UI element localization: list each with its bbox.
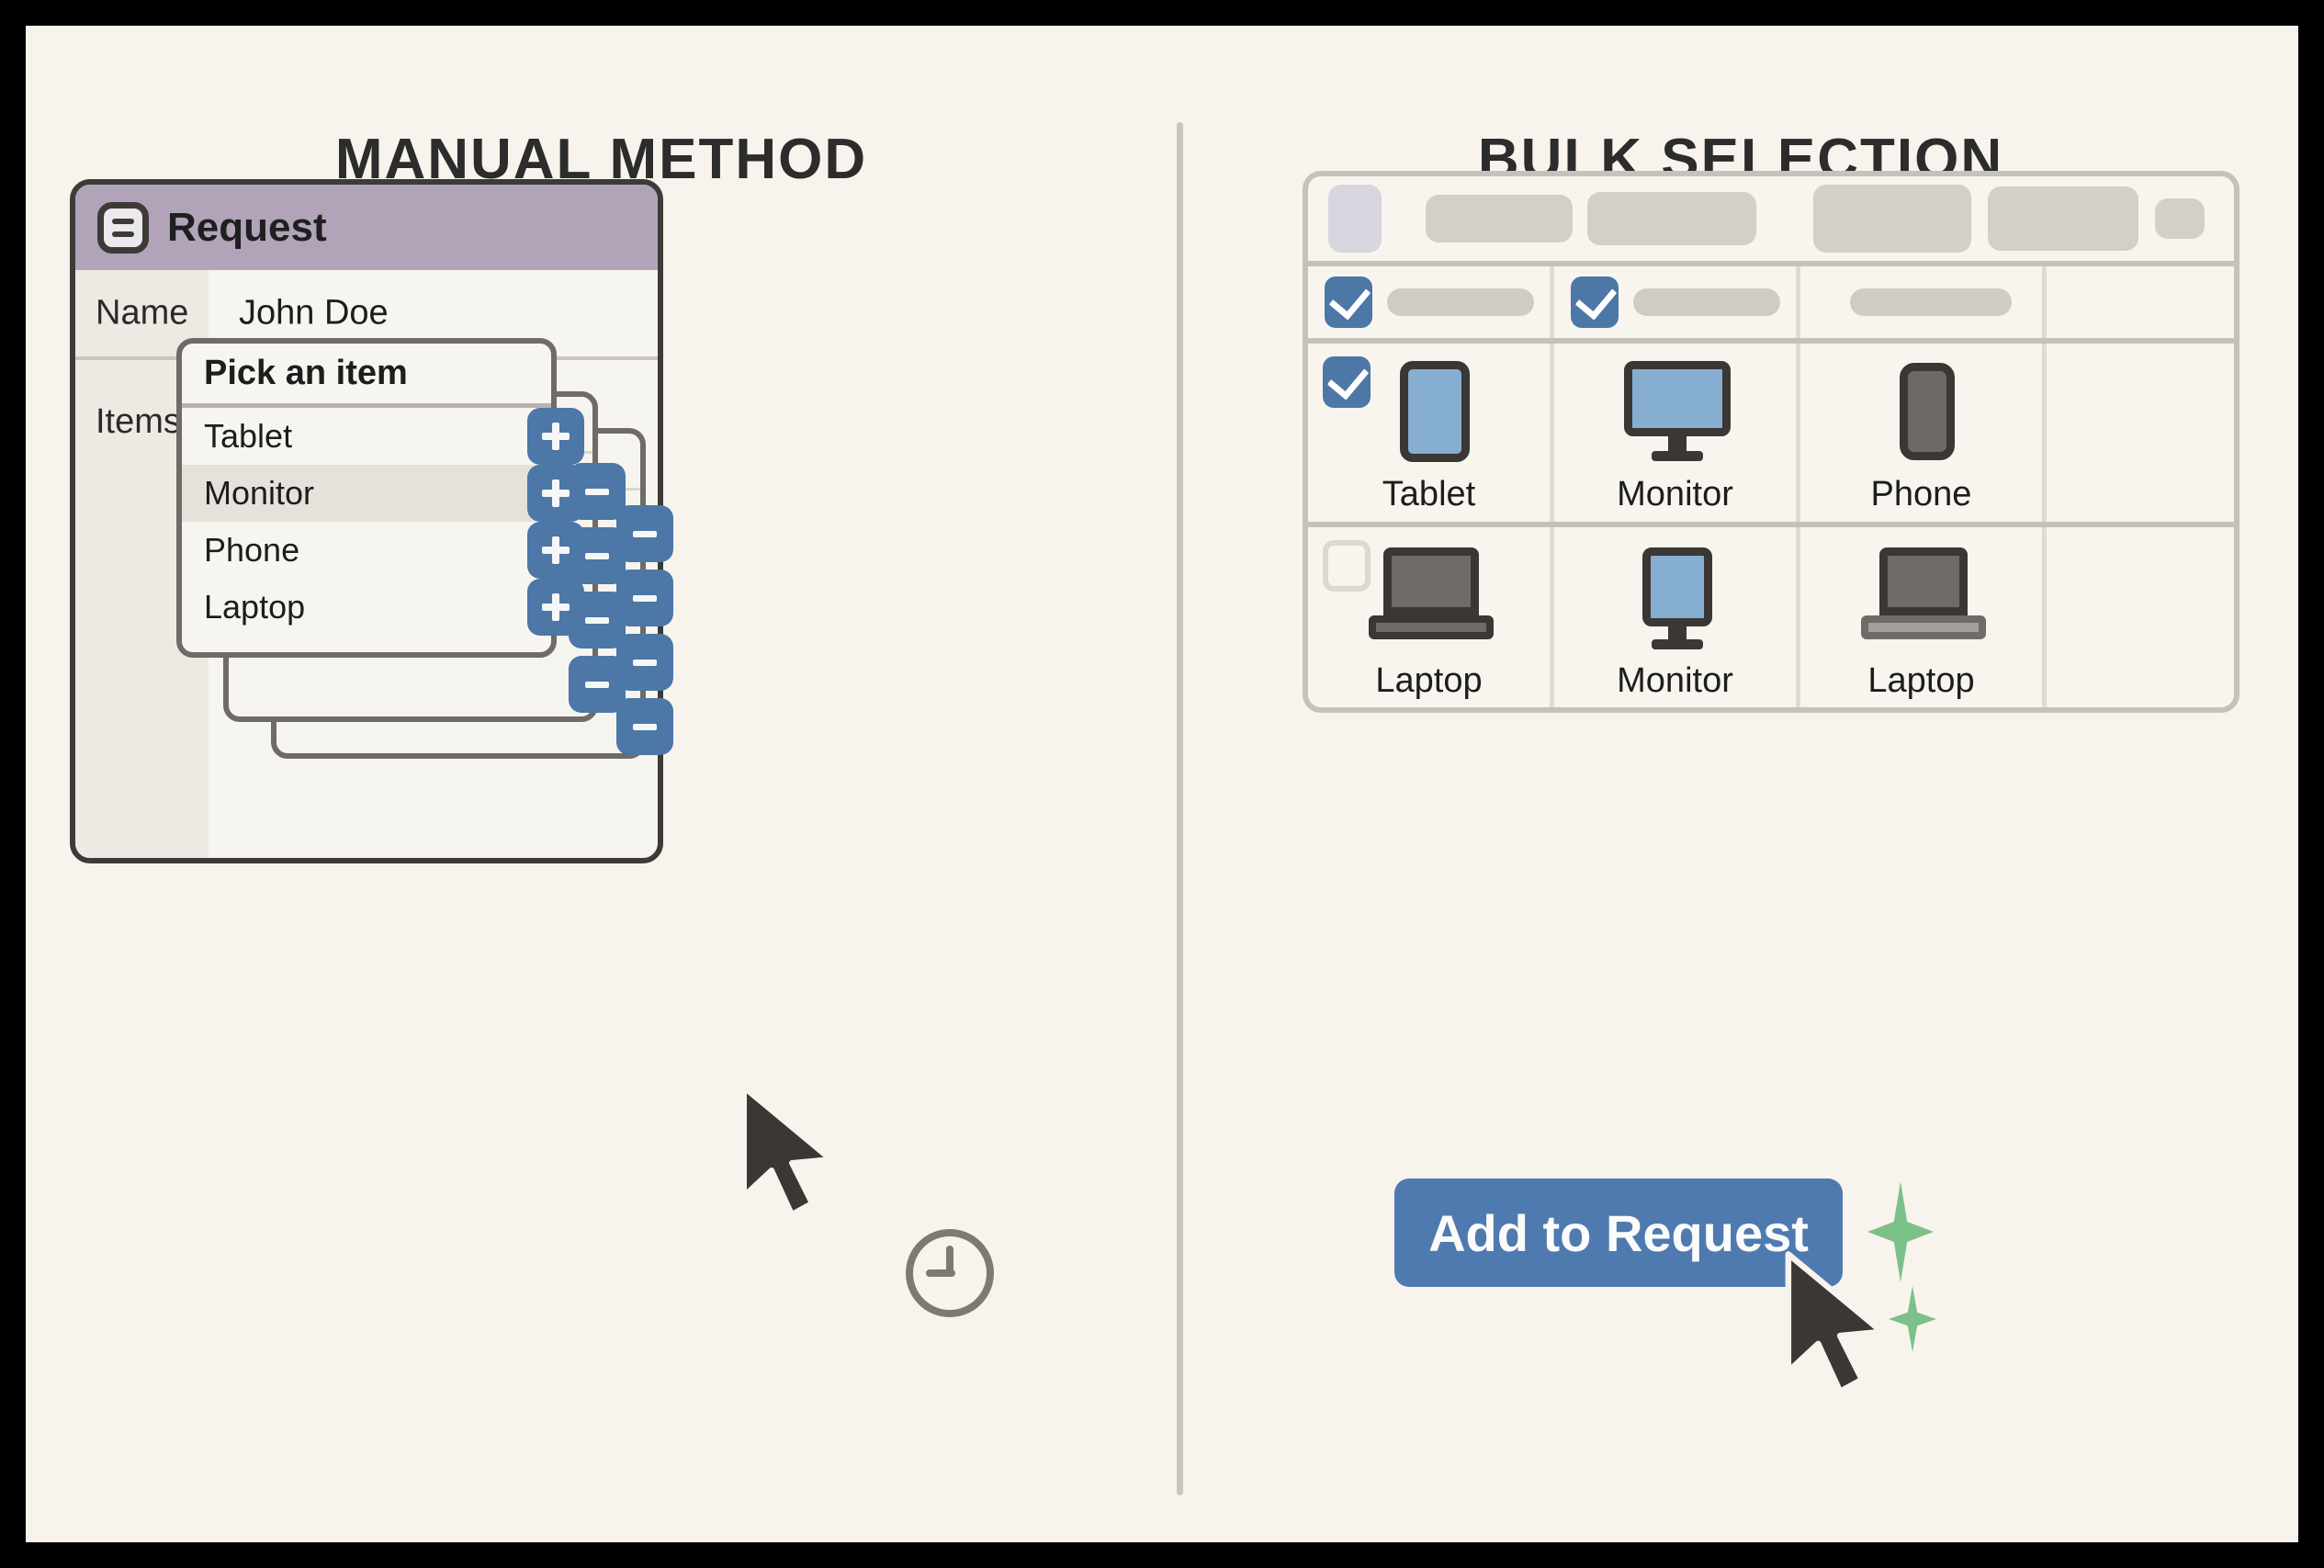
device-cell-tablet[interactable]: Tablet	[1308, 344, 1554, 522]
table-header-cell	[1554, 266, 1800, 338]
form-value-name[interactable]: John Doe	[239, 293, 389, 333]
form-label-name: Name	[96, 293, 189, 333]
device-cell-empty	[2047, 527, 2234, 707]
illustration-canvas: MANUAL METHOD BULK SELECTION Request Nam…	[26, 26, 2298, 1542]
row-checkbox-laptop[interactable]	[1323, 540, 1371, 592]
dropdown-item-label: Laptop	[204, 588, 306, 626]
add-item-button-ghost	[616, 570, 673, 626]
add-item-plus-icon[interactable]	[527, 522, 584, 579]
table-header-cell	[1800, 266, 2047, 338]
add-to-request-button[interactable]: Add to Request	[1394, 1179, 1843, 1287]
add-item-button-ghost	[616, 698, 673, 755]
device-cell-monitor-portrait[interactable]: Monitor	[1554, 527, 1800, 707]
dropdown-item-laptop[interactable]: Laptop	[182, 579, 584, 636]
device-label: Monitor	[1617, 660, 1733, 700]
select-all-checkbox[interactable]	[1325, 276, 1372, 328]
row-checkbox-tablet[interactable]	[1323, 356, 1371, 408]
device-label: Phone	[1870, 474, 1972, 513]
add-item-plus-icon[interactable]	[527, 408, 584, 465]
dropdown-item-tablet[interactable]: Tablet	[182, 408, 584, 465]
toolbar-skeleton	[1426, 195, 1573, 243]
table-row: Laptop Monitor Laptop	[1308, 527, 2234, 707]
mouse-cursor-manual	[741, 1085, 833, 1217]
bulk-selection-table: Tablet Monitor Phone Laptop	[1303, 171, 2239, 713]
phone-icon	[1857, 361, 1986, 462]
add-item-button-ghost	[616, 505, 673, 562]
monitor-icon	[1611, 360, 1740, 462]
table-header-cell-empty	[2047, 266, 2234, 338]
add-item-button-ghost	[569, 656, 626, 713]
device-label: Laptop	[1375, 660, 1483, 700]
add-item-button-ghost	[616, 634, 673, 691]
dropdown-item-phone[interactable]: Phone	[182, 522, 584, 579]
panel-divider	[1177, 122, 1183, 1495]
table-toolbar	[1308, 176, 2234, 266]
device-cell-empty	[2047, 344, 2234, 522]
sparkle-icon	[1867, 1181, 1934, 1282]
table-header-cell	[1308, 266, 1554, 338]
dropdown-item-label: Monitor	[204, 474, 315, 512]
dropdown-item-label: Tablet	[204, 417, 293, 455]
form-list-icon	[97, 201, 149, 254]
form-row-items: Items	[75, 360, 658, 544]
toolbar-skeleton-lead	[1328, 185, 1382, 253]
request-form-header: Request	[75, 185, 658, 270]
add-item-plus-icon[interactable]	[527, 579, 584, 636]
toolbar-skeleton	[1587, 192, 1756, 245]
device-label: Laptop	[1867, 660, 1975, 700]
device-cell-phone[interactable]: Phone	[1800, 344, 2047, 522]
device-cell-monitor[interactable]: Monitor	[1554, 344, 1800, 522]
dropdown-item-monitor[interactable]: Monitor	[182, 465, 584, 522]
table-row: Tablet Monitor Phone	[1308, 344, 2234, 527]
tablet-icon	[1365, 360, 1494, 462]
item-picker-dropdown: Pick an item Tablet Monitor Phone Laptop	[176, 338, 584, 658]
toolbar-skeleton	[2155, 198, 2205, 239]
form-label-items: Items	[96, 402, 181, 441]
device-cell-laptop-2[interactable]: Laptop	[1800, 527, 2047, 707]
mouse-cursor-bulk	[1785, 1251, 1885, 1395]
sparkle-icon	[1889, 1286, 1936, 1352]
device-label: Tablet	[1382, 474, 1476, 513]
monitor-portrait-icon	[1611, 547, 1740, 649]
toolbar-skeleton	[1988, 186, 2138, 251]
table-header-row	[1308, 266, 2234, 344]
device-label: Monitor	[1617, 474, 1733, 513]
toolbar-skeleton	[1813, 185, 1971, 253]
header-skeleton	[1387, 288, 1534, 316]
header-skeleton	[1850, 288, 2012, 316]
device-cell-laptop[interactable]: Laptop	[1308, 527, 1554, 707]
add-item-plus-icon[interactable]	[527, 465, 584, 522]
header-skeleton	[1633, 288, 1780, 316]
clock-icon	[906, 1229, 994, 1317]
laptop-icon	[1857, 547, 1986, 649]
laptop-icon	[1365, 547, 1494, 649]
dropdown-item-label: Phone	[204, 531, 300, 569]
column-checkbox[interactable]	[1571, 276, 1619, 328]
dropdown-header: Pick an item	[182, 344, 551, 408]
request-form-title: Request	[167, 204, 327, 250]
